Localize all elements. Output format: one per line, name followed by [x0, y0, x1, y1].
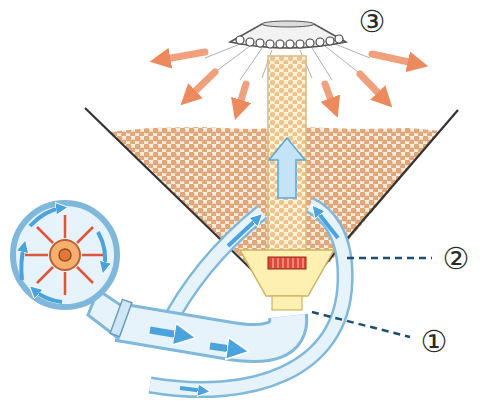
blower-housing	[13, 203, 117, 307]
flow-arrows	[150, 330, 238, 350]
callout-number: ②	[443, 244, 470, 274]
callout-number: ③	[359, 7, 386, 37]
impeller	[25, 215, 105, 295]
spread-arrows	[160, 52, 418, 110]
spreader-head	[230, 24, 346, 48]
leader-line	[347, 257, 432, 260]
nozzle	[240, 250, 334, 296]
main-duct	[118, 316, 288, 343]
leader-line	[312, 312, 410, 337]
nozzle-base	[272, 296, 302, 310]
callout-number: ①	[421, 327, 448, 357]
flow-arrows	[180, 210, 338, 391]
spreader-holes	[236, 35, 343, 48]
flow-arrows	[21, 208, 105, 302]
lift-tube	[268, 56, 306, 256]
grate	[268, 257, 306, 269]
air-arrow	[269, 138, 305, 198]
